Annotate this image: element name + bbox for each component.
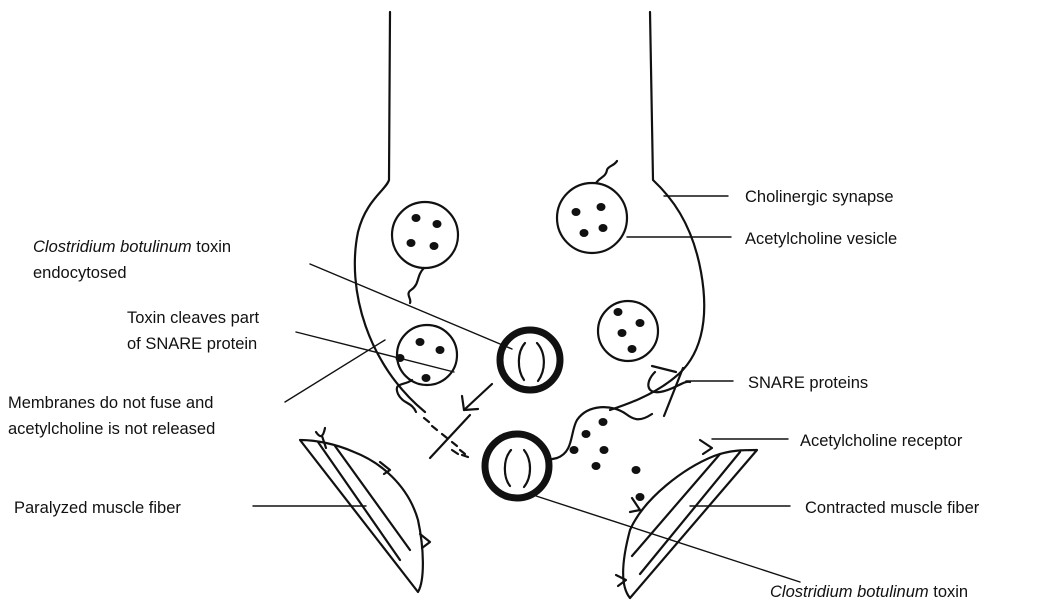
leader-toxin-bottom — [530, 494, 800, 582]
label-acetylcholine-vesicle: Acetylcholine vesicle — [745, 230, 897, 248]
label-membranes-line1: Membranes do not fuse and — [8, 394, 213, 412]
label-toxin-endocytosed-line2: endocytosed — [33, 264, 127, 282]
label-toxin-cleaves-line2: of SNARE protein — [127, 335, 257, 353]
contracted-muscle-fiber — [616, 440, 757, 598]
cleavage-arrow — [462, 384, 492, 410]
snare-proteins-cleaved — [424, 415, 470, 458]
label-toxin-endocytosed: Clostridium botulinum toxin — [33, 238, 231, 256]
label-toxin-bottom: Clostridium botulinum toxin — [770, 583, 968, 601]
leader-toxin-endocytosed — [310, 264, 512, 349]
label-cholinergic-synapse: Cholinergic synapse — [745, 188, 894, 206]
paralyzed-muscle-fiber — [300, 428, 430, 592]
vesicle-blocked — [396, 325, 458, 412]
toxin-upper — [500, 330, 560, 390]
label-contracted-muscle: Contracted muscle fiber — [805, 499, 980, 517]
label-toxin-bottom-suffix: toxin — [929, 583, 968, 601]
label-toxin-cleaves-line1: Toxin cleaves part — [127, 309, 259, 327]
label-acetylcholine-receptor: Acetylcholine receptor — [800, 432, 963, 450]
label-toxin-bottom-species: Clostridium botulinum — [770, 583, 929, 601]
label-toxin-endocytosed-suffix: toxin — [192, 238, 231, 256]
toxin-lower — [485, 434, 549, 498]
vesicle-upper-right — [557, 161, 627, 253]
leader-membranes-fuse — [285, 340, 385, 402]
leader-toxin-cleaves — [296, 332, 454, 372]
vesicle-upper-left — [392, 202, 458, 303]
label-paralyzed-muscle: Paralyzed muscle fiber — [14, 499, 181, 517]
vesicle-docked — [598, 301, 658, 361]
snare-proteins-working — [648, 366, 690, 416]
label-snare-proteins: SNARE proteins — [748, 374, 868, 392]
label-toxin-endocytosed-species: Clostridium botulinum — [33, 238, 192, 256]
synapse-membrane-right — [610, 12, 704, 410]
label-membranes-line2: acetylcholine is not released — [8, 420, 215, 438]
